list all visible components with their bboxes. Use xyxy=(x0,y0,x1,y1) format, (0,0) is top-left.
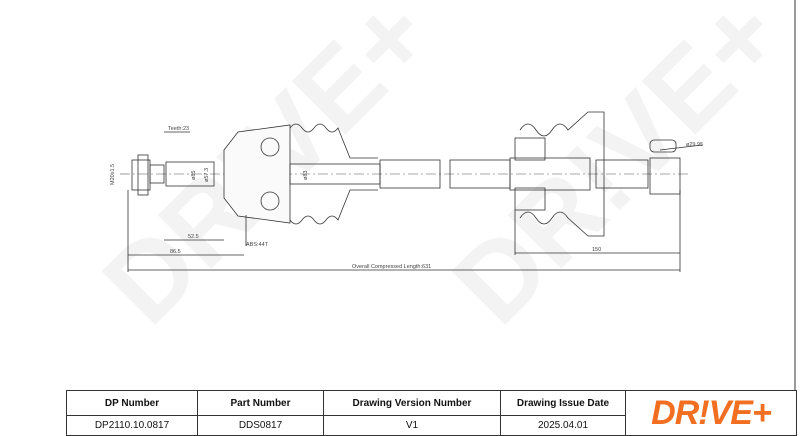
shaft-geometry xyxy=(127,111,703,272)
overall-length-label: Overall Compressed Length:631 xyxy=(352,264,431,270)
dim-86-5: 86.5 xyxy=(170,249,181,255)
dia-57-3-label: ø57.3 xyxy=(204,168,210,182)
logo-text: DR!VE+ xyxy=(651,393,772,432)
value-issue-date: 2025.04.01 xyxy=(500,415,626,436)
svg-text:DR!VE+: DR!VE+ xyxy=(430,0,800,347)
value-part-number: DDS0817 xyxy=(197,415,324,436)
brand-logo: DR!VE+ xyxy=(625,390,797,436)
header-dp-number: DP Number xyxy=(66,390,198,416)
value-drawing-version: V1 xyxy=(323,415,501,436)
dia-85-label: ø85 xyxy=(191,171,197,180)
dimension-labels: M20x1.5 Teeth:23 ø85 ø57.3 ø83 52.5 86.5… xyxy=(110,126,703,270)
dim-52-5: 52.5 xyxy=(188,234,199,240)
header-part-number: Part Number xyxy=(197,390,324,416)
dia-29-95-label: ø29.95 xyxy=(686,142,703,148)
dim-150: 150 xyxy=(592,247,601,253)
abs-label: ABS:44T xyxy=(246,242,269,248)
header-issue-date: Drawing Issue Date xyxy=(500,390,626,416)
title-block: DP Number Part Number Drawing Version Nu… xyxy=(66,390,797,436)
dia-83-label: ø83 xyxy=(303,171,309,180)
thread-label: M20x1.5 xyxy=(110,164,116,185)
header-drawing-version: Drawing Version Number xyxy=(323,390,501,416)
teeth-label: Teeth:23 xyxy=(168,126,189,132)
value-dp-number: DP2110.10.0817 xyxy=(66,415,198,436)
